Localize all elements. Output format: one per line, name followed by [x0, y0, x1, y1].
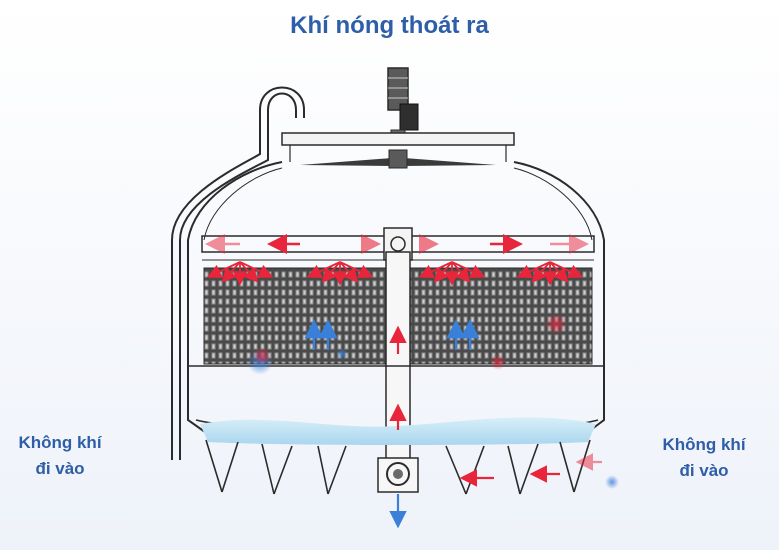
air-inlet-left-line2: đi vào: [35, 459, 85, 478]
air-inlet-left-line1: Không khí: [18, 433, 102, 452]
diagram-title: Khí nóng thoát ra: [290, 12, 489, 39]
pump-icon: [377, 457, 419, 493]
air-inlet-right-line1: Không khí: [662, 435, 746, 454]
air-inlet-label-left: Không khí đi vào: [0, 430, 120, 482]
fan-icon: [300, 149, 496, 169]
tower-shell-left: [187, 161, 283, 433]
fill-media-right: [409, 267, 593, 365]
air-inlet-label-right: Không khí đi vào: [644, 432, 764, 484]
air-inlet-right-line2: đi vào: [679, 461, 729, 480]
air-inlet-arrows: [459, 453, 602, 487]
fill-media-left: [203, 267, 387, 365]
water-basin: [200, 417, 596, 445]
tower-shell-right: [513, 161, 605, 433]
top-deck: [281, 132, 515, 146]
inlet-pipe: [179, 92, 297, 460]
water-droplet-icon: [247, 313, 619, 489]
motor-icon: [387, 67, 419, 141]
cool-air-arrows: [304, 319, 480, 350]
spray-arrows: [206, 261, 584, 286]
